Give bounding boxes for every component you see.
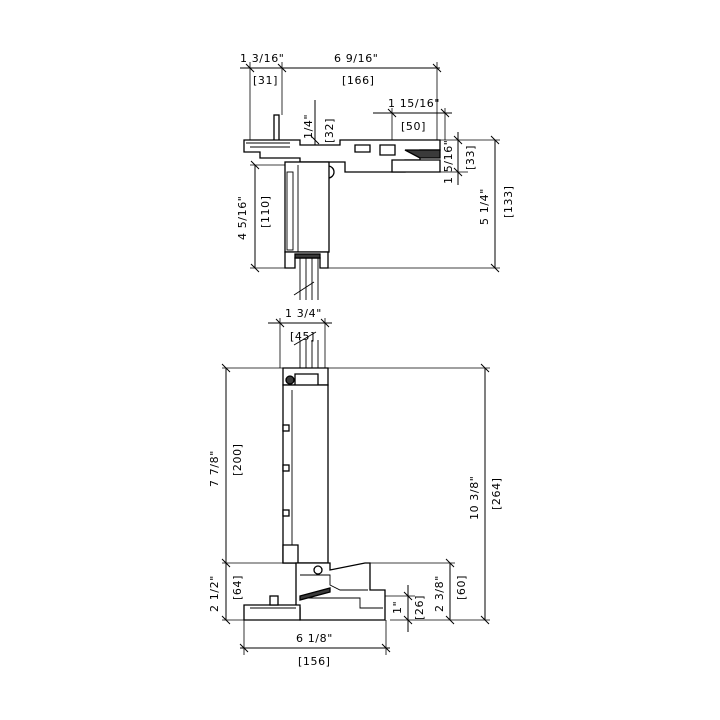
dim-offset-in: 1/4" xyxy=(302,114,315,139)
dim-sill-height: 2 3/8" [60] xyxy=(365,558,468,625)
sill-section: 1 3/4" [45] 7 7/8" [200] 2 1/2" [64] xyxy=(208,307,503,668)
dim-sill-width-mm: [156] xyxy=(298,655,331,668)
dim-sill-width-in: 6 1/8" xyxy=(296,632,333,645)
dim-sill-height-in: 2 3/8" xyxy=(433,575,446,612)
dim-head-overall-in: 5 1/4" xyxy=(478,188,491,225)
dim-sill-width: 6 1/8" [156] xyxy=(239,620,391,668)
dim-step-height: 1" [26] xyxy=(385,585,426,632)
dim-glass-width-mm: [45] xyxy=(290,330,315,343)
head-profile xyxy=(243,114,441,300)
dim-lip-height: 1 5/16" [33] xyxy=(440,132,500,185)
dim-base-height-mm: [64] xyxy=(231,575,244,600)
dim-flange-width-in: 1 3/16" xyxy=(240,52,284,65)
dim-base-height-in: 2 1/2" xyxy=(208,575,221,612)
dim-sill-overall-mm: [264] xyxy=(490,477,503,510)
sill-profile xyxy=(243,331,386,621)
dim-step-height-mm: [26] xyxy=(413,595,426,620)
dim-step-height-in: 1" xyxy=(391,601,404,614)
dim-sill-overall: 10 3/8" [264] xyxy=(325,363,503,625)
dim-glass-width-in: 1 3/4" xyxy=(285,307,322,320)
dim-panel-height-in: 7 7/8" xyxy=(208,450,221,487)
dim-base-height: 2 1/2" [64] xyxy=(208,563,260,625)
dim-sill-nose-in: 1 15/16" xyxy=(388,97,440,110)
dim-sill-nose: 1 15/16" [50] xyxy=(373,97,452,140)
dim-glass-width: 1 3/4" [45] xyxy=(268,307,332,368)
dim-panel-height: 7 7/8" [200] xyxy=(208,363,285,568)
dim-panel-height-mm: [200] xyxy=(231,443,244,476)
dim-lip-height-in: 1 5/16" xyxy=(442,140,455,184)
head-section: 1 3/16" [31] 6 9/16" [166] 1 15/16" [50]… xyxy=(236,52,515,300)
dim-offset-mm: [32] xyxy=(323,118,336,143)
dim-sill-overall-in: 10 3/8" xyxy=(468,476,481,520)
dim-frame-height: 4 5/16" [110] xyxy=(236,160,285,273)
dim-frame-height-mm: [110] xyxy=(259,195,272,228)
dim-lip-height-mm: [33] xyxy=(464,145,477,170)
dim-jamb-depth-mm: [166] xyxy=(342,74,375,87)
dim-sill-height-mm: [60] xyxy=(455,575,468,600)
dim-top-widths: 1 3/16" [31] 6 9/16" [166] xyxy=(240,52,442,140)
dim-head-overall-mm: [133] xyxy=(502,185,515,218)
dim-jamb-depth-in: 6 9/16" xyxy=(334,52,378,65)
dim-head-overall: 5 1/4" [133] xyxy=(325,135,515,273)
dim-sill-nose-mm: [50] xyxy=(401,120,426,133)
dim-frame-height-in: 4 5/16" xyxy=(236,196,249,240)
dim-flange-width-mm: [31] xyxy=(253,74,278,87)
